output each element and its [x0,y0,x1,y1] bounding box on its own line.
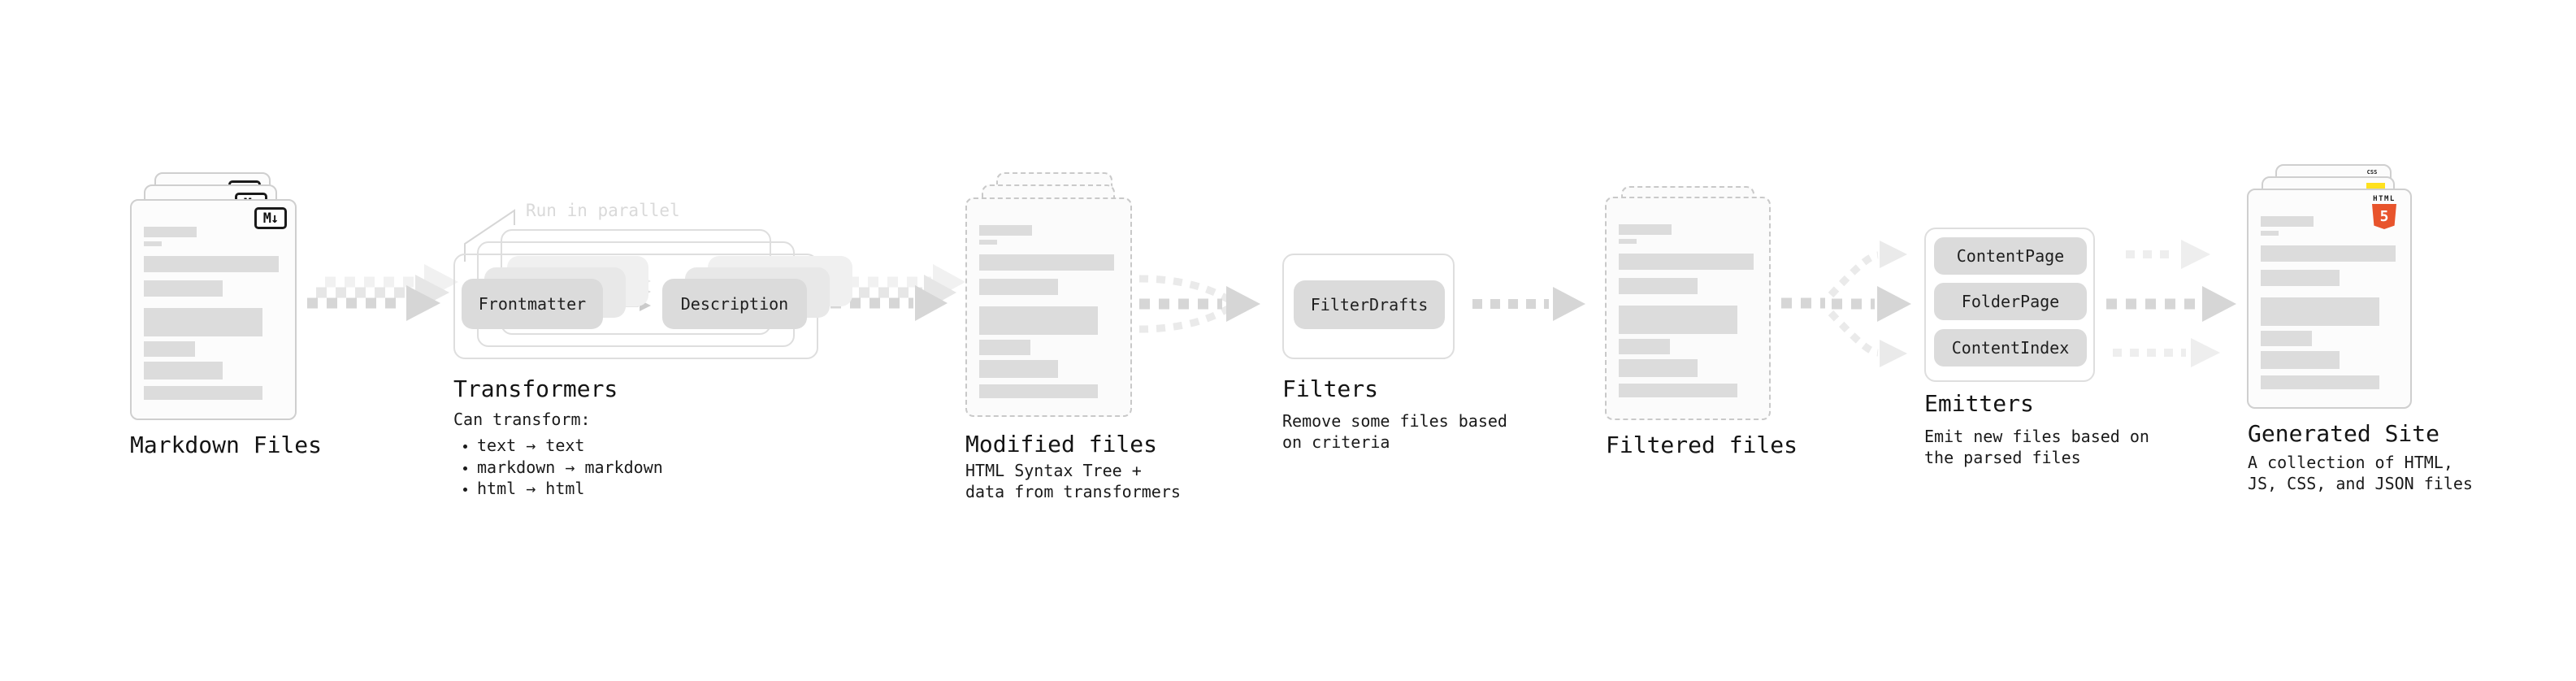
placeholder-bar [2261,231,2279,236]
transformers-capability-list: text → text markdown → markdown html → h… [453,435,663,500]
arrow-emitters-to-generated [2106,240,2236,367]
placeholder-bar [1619,306,1737,334]
arrow-filters-to-filtered [1472,287,1585,321]
document-placeholder-lines [144,227,283,400]
css-icon-label: CSS [2366,169,2378,176]
placeholder-bar [979,384,1098,398]
desc-line: data from transformers [965,482,1181,501]
pill-folderpage: FolderPage [1934,283,2087,320]
placeholder-bar [1619,239,1637,244]
file-card-front-html: HTML 5 [2247,189,2412,409]
placeholder-bar [144,308,262,336]
placeholder-bar [979,360,1058,378]
desc-line: HTML Syntax Tree + [965,461,1142,480]
pill-contentpage: ContentPage [1934,237,2087,275]
desc-line: on criteria [1282,432,1390,452]
placeholder-bar [144,386,262,400]
generated-site-description: A collection of HTML, JS, CSS, and JSON … [2248,452,2473,494]
document-placeholder-lines [1619,224,1757,397]
placeholder-bar [144,256,279,272]
markdown-icon: M↓ [254,207,287,229]
modified-files-description: HTML Syntax Tree + data from transformer… [965,460,1181,502]
html5-icon-label: HTML [2373,195,2396,203]
desc-line: Remove some files based [1282,411,1507,431]
placeholder-bar [2261,270,2340,286]
placeholder-bar [1619,359,1698,377]
placeholder-bar [2261,331,2312,346]
placeholder-bar [144,341,195,357]
stage-title-transformers: Transformers [453,375,618,402]
filters-description: Remove some files based on criteria [1282,410,1507,453]
pill-description: Description [662,279,807,329]
placeholder-bar [979,240,997,245]
placeholder-bar [1619,278,1698,294]
emitters-description: Emit new files based on the parsed files [1924,426,2149,468]
stage-title-markdown-files: Markdown Files [130,432,323,458]
placeholder-bar [979,254,1114,271]
stage-title-filtered-files: Filtered files [1606,432,1798,458]
file-card-front [1605,197,1771,420]
desc-line: Emit new files based on [1924,427,2149,446]
placeholder-bar [2261,297,2379,326]
file-card-front [965,197,1132,417]
placeholder-bar [1619,384,1737,397]
placeholder-bar [979,225,1032,236]
arrow-markdown-to-transformers [307,264,458,321]
placeholder-bar [144,241,162,246]
desc-line: JS, CSS, and JSON files [2248,474,2473,493]
arrow-modified-to-filters [1138,275,1260,333]
placeholder-bar [2261,375,2379,389]
pill-filterdrafts: FilterDrafts [1294,280,1445,329]
arrow-filtered-to-emitters [1781,241,1911,367]
pill-frontmatter: Frontmatter [462,279,603,329]
placeholder-bar [1619,254,1754,270]
placeholder-bar [979,306,1098,335]
html5-icon-number: 5 [2379,208,2389,225]
placeholder-bar [144,280,223,297]
document-placeholder-lines [979,225,1118,398]
list-item: markdown → markdown [463,457,663,479]
placeholder-bar [144,227,197,237]
html5-icon: HTML 5 [2365,195,2404,229]
desc-line: the parsed files [1924,448,2081,467]
transformers-description: Can transform: text → text markdown → ma… [453,409,663,500]
placeholder-bar [1619,339,1670,354]
file-card-front: M↓ [130,199,297,420]
document-placeholder-lines [2261,216,2398,389]
desc-line: A collection of HTML, [2248,453,2453,472]
stage-title-modified-files: Modified files [965,431,1158,458]
placeholder-bar [144,362,223,380]
html5-icon-shield: 5 [2372,204,2396,229]
pill-contentindex: ContentIndex [1934,329,2087,367]
stage-title-filters: Filters [1282,375,1379,402]
placeholder-bar [2261,245,2396,262]
placeholder-bar [1619,224,1672,235]
stage-title-generated-site: Generated Site [2248,420,2440,447]
placeholder-bar [2261,351,2340,369]
stage-title-emitters: Emitters [1924,390,2034,417]
placeholder-bar [979,340,1030,355]
list-item: text → text [463,435,663,457]
placeholder-bar [2261,216,2314,227]
run-in-parallel-annotation: Run in parallel [526,201,680,220]
placeholder-bar [979,279,1058,295]
list-item: html → html [463,478,663,500]
transformers-desc-heading: Can transform: [453,410,591,429]
